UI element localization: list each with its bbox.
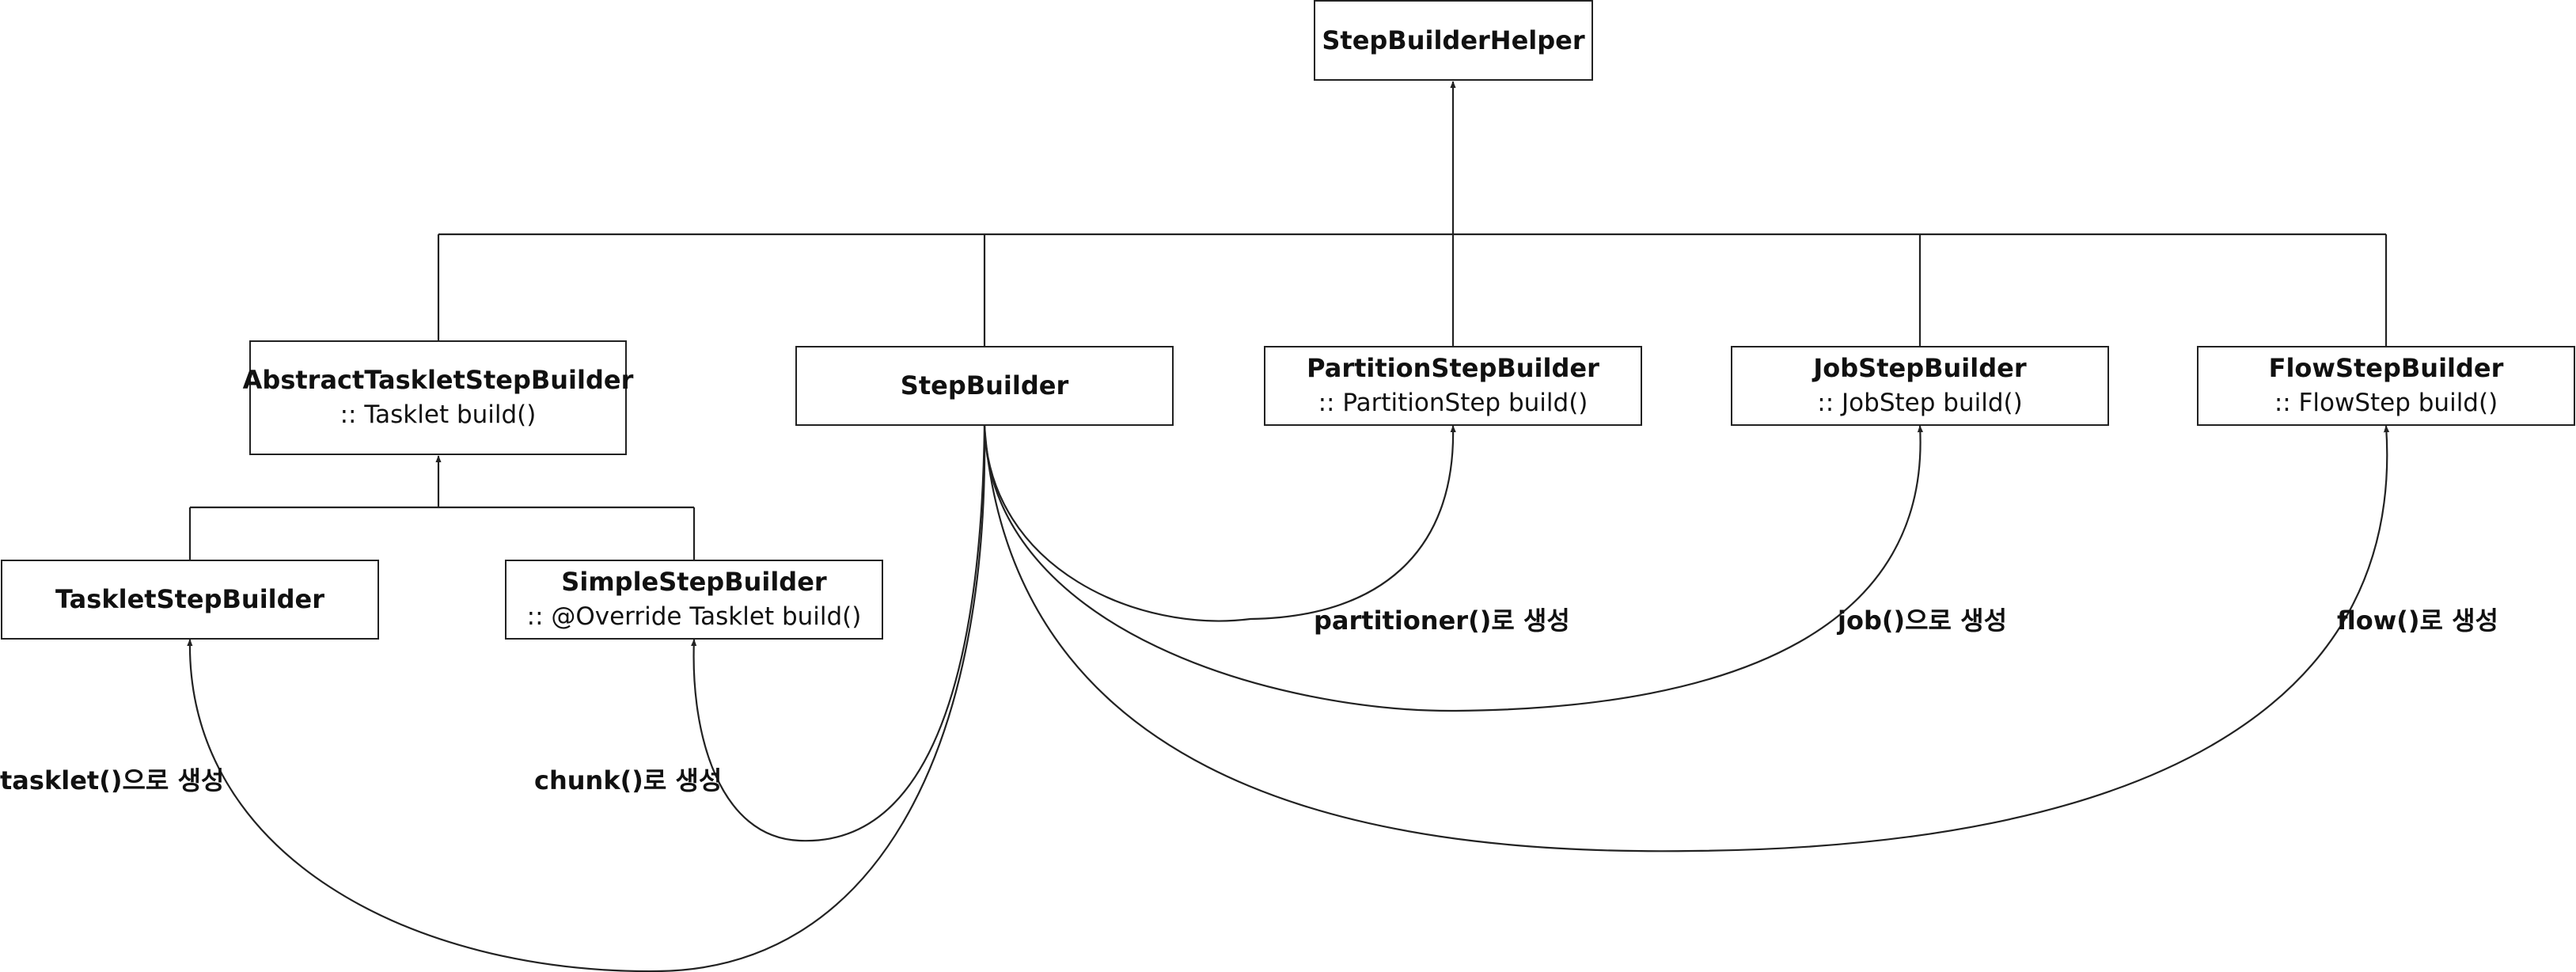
- abstract-tasklet-step-builder-box: AbstractTaskletStepBuilder :: Tasklet bu…: [243, 340, 633, 455]
- simple-step-builder-title: SimpleStepBuilder: [561, 567, 827, 598]
- tasklet-step-builder-box: TaskletStepBuilder: [1, 560, 379, 640]
- job-step-builder-title: JobStepBuilder: [1813, 353, 2027, 384]
- step-builder-title: StepBuilder: [900, 370, 1069, 401]
- simple-step-builder-method: :: @Override Tasklet build(): [526, 602, 862, 632]
- flow-step-builder-box: FlowStepBuilder :: FlowStep build(): [2197, 346, 2575, 426]
- creation-curves: [187, 425, 2390, 972]
- tasklet-label: tasklet()으로 생성: [0, 765, 225, 795]
- tasklet-curve: [187, 425, 986, 972]
- job-step-builder-method: :: JobStep build(): [1817, 389, 2023, 418]
- simple-step-builder-box: SimpleStepBuilder :: @Override Tasklet b…: [505, 560, 883, 640]
- partitioner-curve: [983, 425, 1456, 622]
- job-step-builder-box: JobStepBuilder :: JobStep build(): [1731, 346, 2109, 426]
- job-label: job()으로 생성: [1838, 606, 2008, 636]
- step-builder-helper-title: StepBuilderHelper: [1322, 25, 1585, 55]
- partition-step-builder-title: PartitionStepBuilder: [1307, 353, 1599, 384]
- partition-step-builder-box: PartitionStepBuilder :: PartitionStep bu…: [1264, 346, 1642, 426]
- partitioner-label: partitioner()로 생성: [1314, 606, 1570, 636]
- tasklet-step-builder-title: TaskletStepBuilder: [55, 584, 325, 615]
- inheritance-connectors: [188, 81, 2388, 560]
- flow-curve: [983, 425, 2390, 852]
- chunk-label: chunk()로 생성: [534, 765, 723, 795]
- flow-step-builder-title: FlowStepBuilder: [2268, 353, 2504, 384]
- flow-step-builder-method: :: FlowStep build(): [2274, 389, 2498, 418]
- chunk-curve: [691, 425, 986, 842]
- step-builder-helper-box: StepBuilderHelper: [1314, 0, 1593, 81]
- job-curve: [983, 425, 1924, 712]
- abstract-tasklet-step-builder-method: :: Tasklet build(): [340, 401, 537, 430]
- abstract-tasklet-step-builder-title: AbstractTaskletStepBuilder: [242, 365, 634, 396]
- flow-label: flow()로 생성: [2337, 606, 2498, 636]
- step-builder-box: StepBuilder: [795, 346, 1174, 426]
- partition-step-builder-method: :: PartitionStep build(): [1318, 389, 1588, 418]
